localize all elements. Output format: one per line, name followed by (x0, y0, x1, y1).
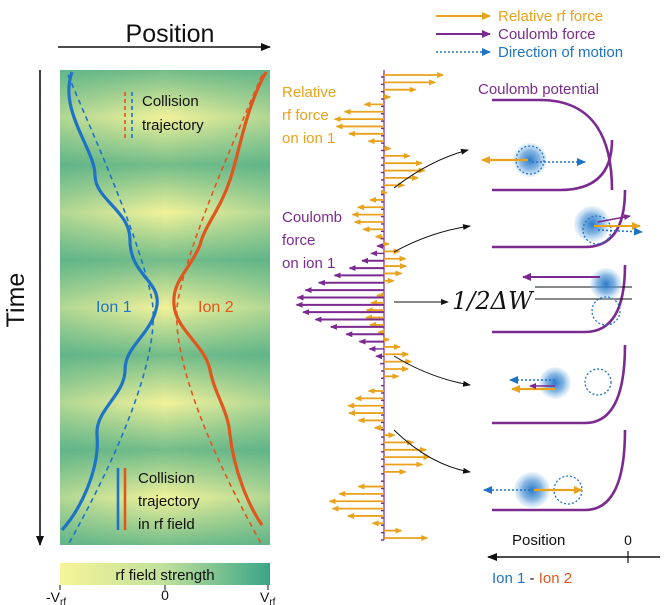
rf-force-label-line3: on ion 1 (282, 130, 335, 147)
position-axis-label: Position (126, 20, 215, 48)
snapshot-1 (481, 98, 614, 192)
rf-label-line1: Collision (138, 470, 195, 487)
rf-label-line2: trajectory (138, 493, 200, 510)
ion1-collision-trajectory (67, 74, 154, 546)
connector-2 (393, 224, 471, 253)
colorbar (60, 563, 270, 585)
snapshot-4 (492, 344, 627, 425)
legend-rf-force-label: Relative rf force (498, 8, 603, 25)
coulomb-force-arrows (295, 76, 384, 541)
half-delta-w-label: 1/2ΔW (452, 287, 535, 315)
rf-field-panel (60, 70, 270, 545)
time-axis-label: Time (2, 273, 30, 328)
colorbar-title: rf field strength (115, 567, 214, 584)
collision-label-line1: Collision (142, 93, 199, 110)
snapshot-zero-label: 0 (624, 532, 632, 548)
snapshot-5 (483, 429, 627, 512)
snapshot-2 (492, 189, 643, 249)
connector-5 (393, 429, 471, 474)
snapshot-3: 1/2ΔW (452, 264, 632, 334)
collision-label-line2: trajectory (142, 117, 204, 134)
legend-coulomb-label: Coulomb force (498, 26, 596, 43)
rf-force-label-line1: Relative (282, 84, 336, 101)
rf-label-line3: in rf field (138, 516, 195, 533)
snapshot-position-label: Position (512, 532, 565, 549)
ion2-collision-trajectory (176, 74, 263, 546)
ion2-rf-trajectory (172, 71, 268, 526)
colorbar-max-label: Vrf (260, 589, 276, 605)
coulomb-potential-label: Coulomb potential (478, 81, 599, 98)
connector-4 (393, 355, 471, 387)
colorbar-min-label: -Vrf (46, 589, 66, 605)
ion1-label: Ion 1 (96, 299, 132, 316)
coulomb-force-label-line2: force (282, 232, 315, 249)
coulomb-force-label-line1: Coulomb (282, 209, 342, 226)
legend-motion-label: Direction of motion (498, 44, 623, 61)
rf-force-arrows (328, 72, 445, 541)
rf-force-label-line2: rf force (282, 107, 329, 124)
coulomb-force-label-line3: on ion 1 (282, 255, 335, 272)
colorbar-mid-label: 0 (161, 587, 169, 603)
ion1-rf-trajectory (60, 71, 159, 532)
ion-difference-label: Ion 1 - Ion 2 (492, 570, 572, 587)
ion2-label: Ion 2 (198, 299, 234, 316)
connector-1 (393, 148, 469, 189)
